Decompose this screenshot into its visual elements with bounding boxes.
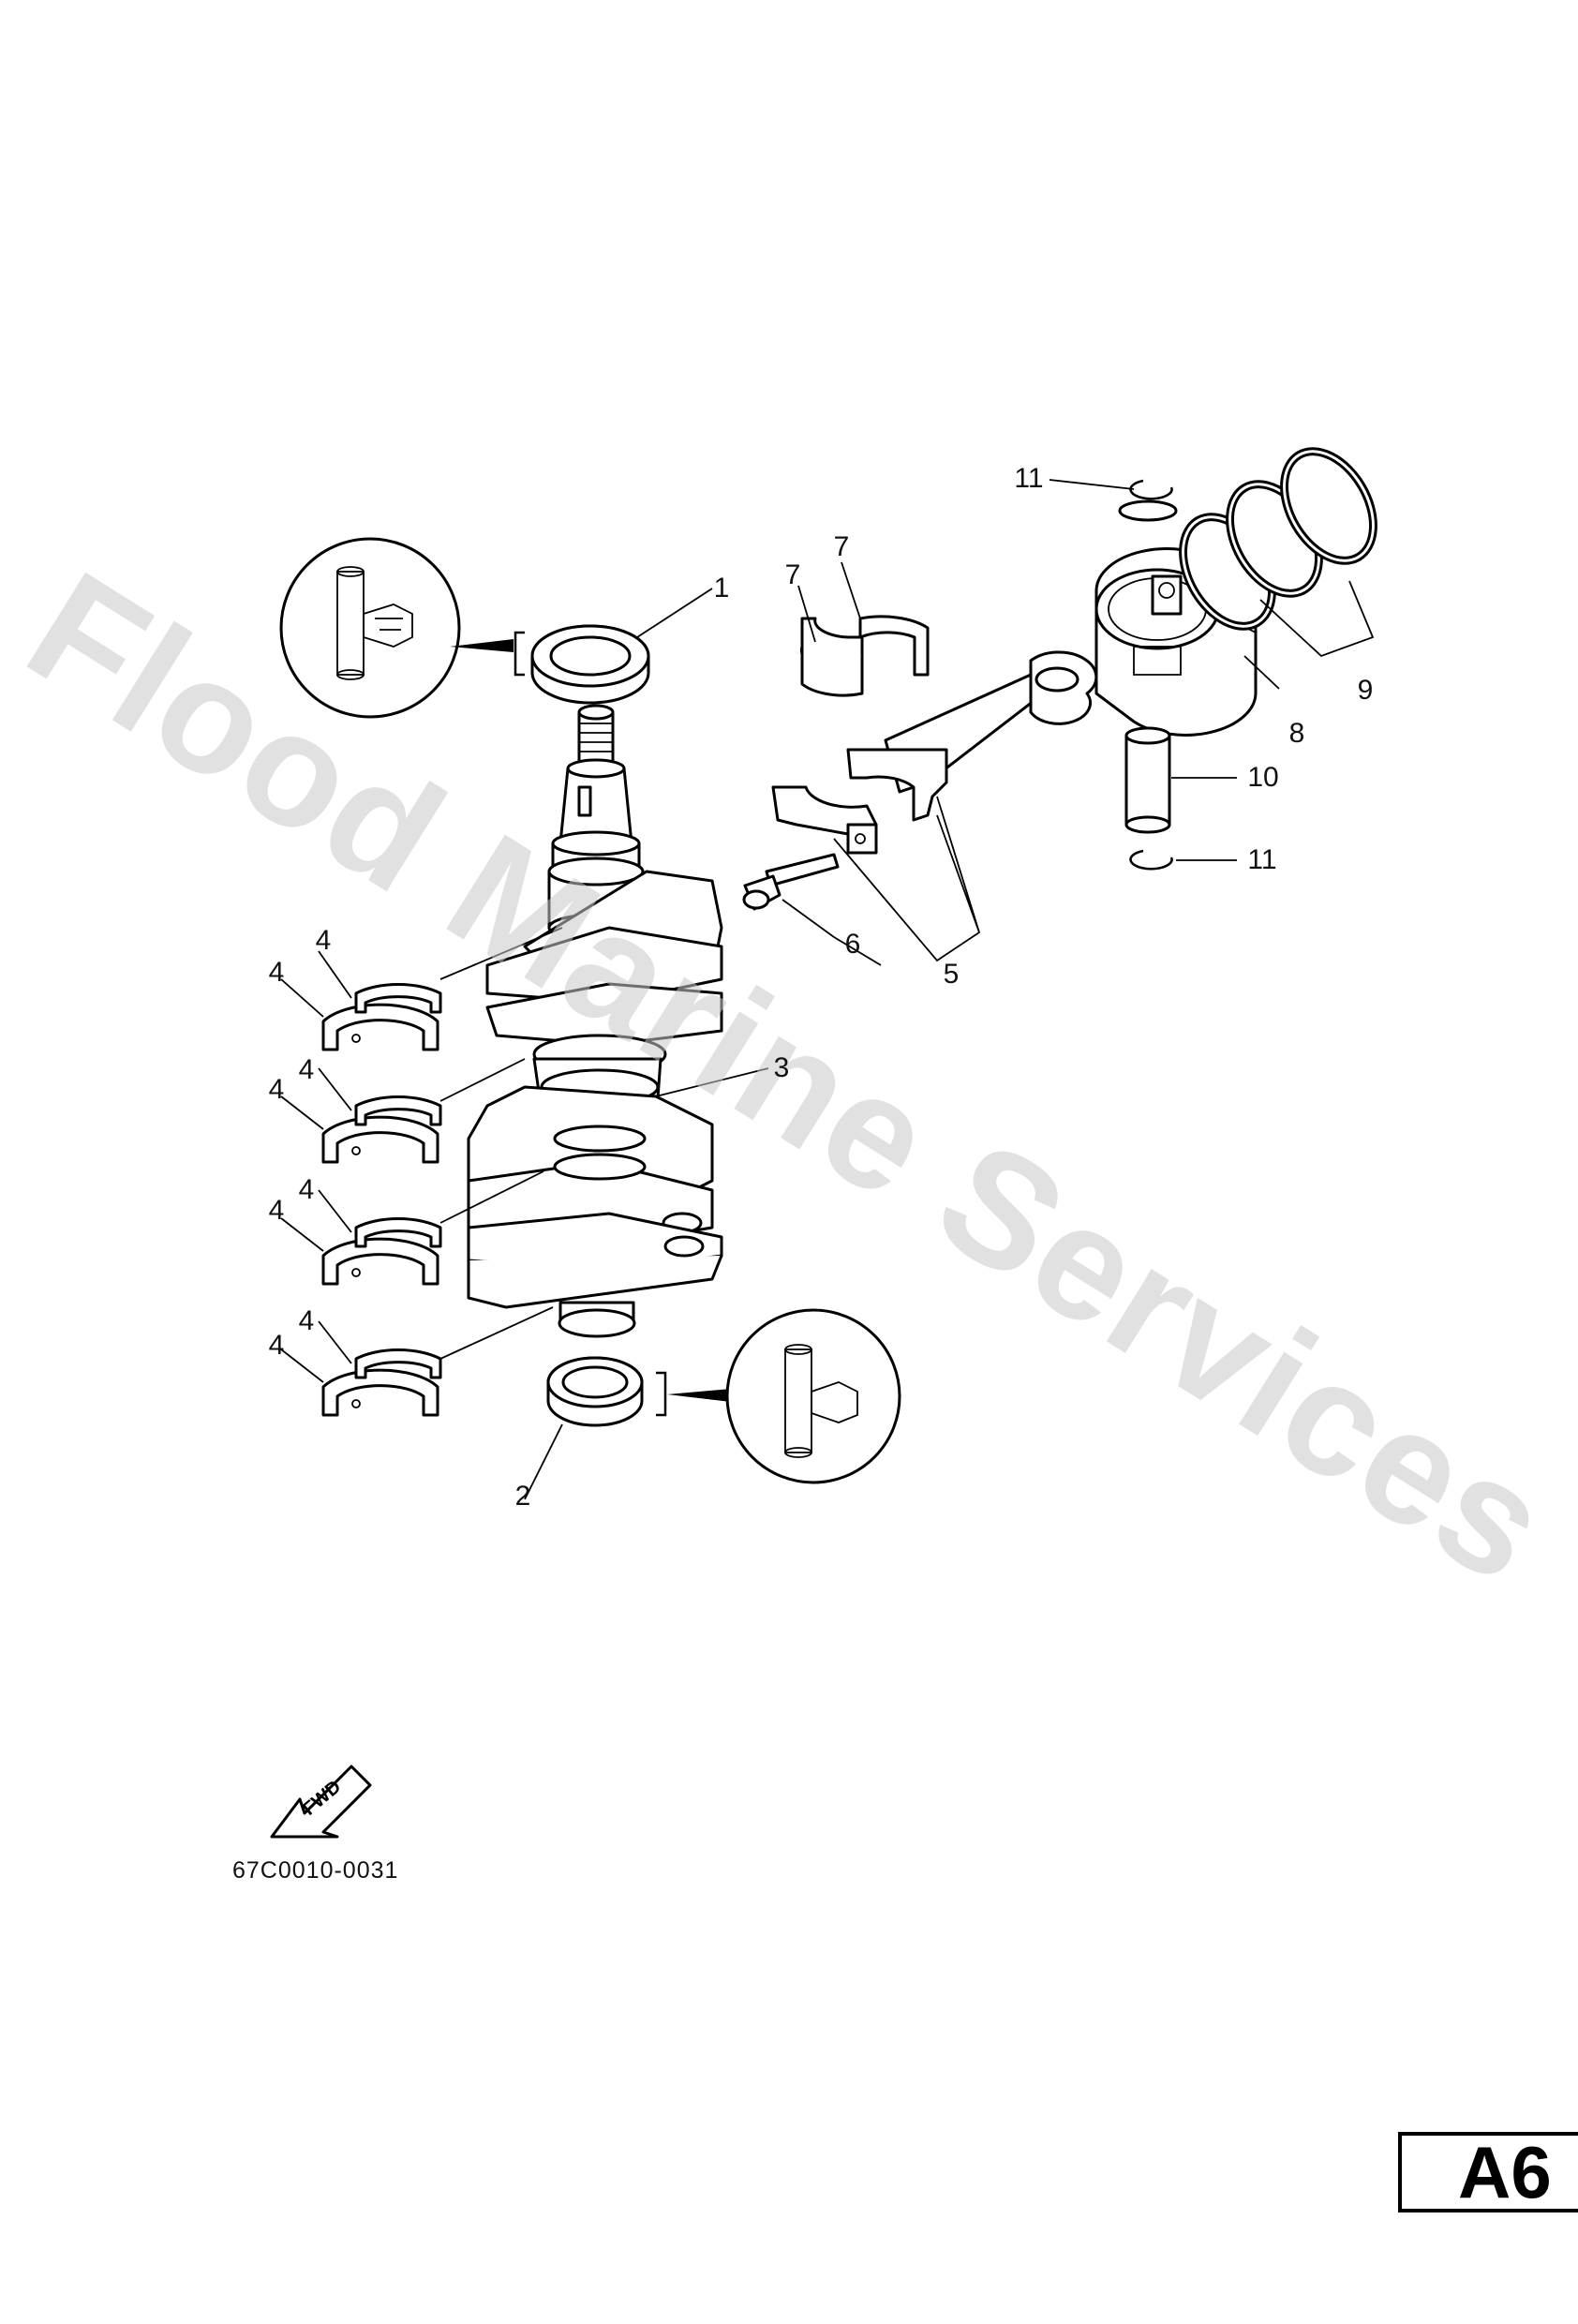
main-bearings (321, 983, 442, 1417)
main-bearing-2 (321, 1095, 442, 1164)
circlips (1129, 479, 1173, 871)
callout-4f: 4 (268, 1195, 285, 1226)
callout-8: 8 (1288, 718, 1305, 749)
crankshaft (467, 704, 723, 1338)
callout-4b: 4 (268, 957, 285, 988)
seal-detail-inset-bottom (656, 1308, 901, 1484)
callout-2: 2 (514, 1481, 531, 1512)
callout-4c: 4 (298, 1054, 315, 1085)
conrod-bearings (799, 615, 930, 697)
oil-seal-upper (530, 624, 650, 705)
seal-detail-inset-top (279, 537, 525, 719)
leader-lines (280, 479, 1375, 1500)
callout-4g: 4 (298, 1305, 315, 1336)
callout-6: 6 (844, 929, 861, 960)
callout-5: 5 (943, 959, 960, 990)
main-bearing-3 (321, 1217, 442, 1286)
callout-10: 10 (1247, 762, 1279, 793)
callout-7a: 7 (784, 559, 801, 590)
fwd-arrow-icon: FWD (270, 1765, 372, 1839)
connecting-rod (771, 650, 1098, 855)
callout-1: 1 (713, 573, 730, 603)
callout-7b: 7 (833, 531, 850, 562)
main-bearing-4 (321, 1348, 442, 1417)
oil-seal-lower (546, 1356, 644, 1427)
callout-3: 3 (773, 1052, 790, 1083)
page-code: A6 (1398, 2132, 1578, 2212)
main-bearing-1 (321, 983, 442, 1051)
callout-4e: 4 (298, 1174, 315, 1205)
callout-4d: 4 (268, 1074, 285, 1105)
conrod-bolt (742, 853, 840, 911)
piston-rings (1179, 447, 1377, 631)
callout-11b: 11 (1247, 844, 1277, 875)
callout-4a: 4 (315, 925, 332, 956)
callout-4h: 4 (268, 1330, 285, 1361)
diagram-code: 67C0010-0031 (232, 1857, 399, 1884)
callout-11a: 11 (1014, 463, 1044, 494)
callout-9: 9 (1357, 675, 1374, 706)
piston-pin (1124, 726, 1171, 834)
